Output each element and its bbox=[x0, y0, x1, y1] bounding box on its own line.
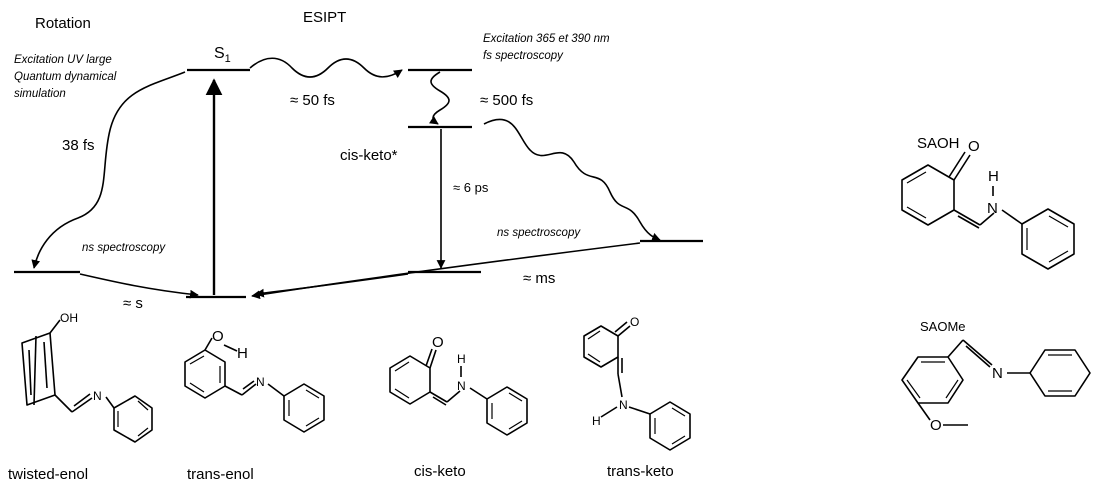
twisted-enol-ring bbox=[21, 332, 56, 406]
cis-keto-return-arrow bbox=[255, 273, 409, 298]
time-6ps-label: ≈ 6 ps bbox=[453, 180, 489, 195]
esipt-wavy-arrow bbox=[249, 57, 403, 78]
saome-title: SAOMe bbox=[920, 319, 966, 334]
time-s-label: ≈ s bbox=[123, 295, 143, 312]
s1-label: S1 bbox=[214, 45, 231, 65]
cis-trans-isomerization-curve bbox=[483, 118, 661, 242]
cis-keto-h-label: H bbox=[457, 352, 466, 366]
twisted-enol-caption: twisted-enol bbox=[8, 466, 88, 483]
s1-letter: S bbox=[214, 45, 225, 62]
saoh-structure: SAOH O H N bbox=[901, 135, 1075, 270]
cis-keto-n-label: N bbox=[457, 379, 466, 393]
cis-keto-star-label: cis-keto* bbox=[340, 147, 398, 164]
rotation-note-line1: Excitation UV large bbox=[14, 54, 112, 66]
esipt-note-line2: fs spectroscopy bbox=[483, 50, 564, 62]
esipt-note-line1: Excitation 365 et 390 nm bbox=[483, 33, 610, 45]
cis-keto-structure: O H N bbox=[389, 334, 528, 436]
saoh-o-label: O bbox=[968, 138, 980, 155]
trans-enol-caption: trans-enol bbox=[187, 466, 254, 483]
trans-enol-structure: O H N bbox=[184, 328, 325, 433]
trans-keto-o-label: O bbox=[630, 315, 639, 329]
ns-spectroscopy-left-label: ns spectroscopy bbox=[82, 242, 166, 254]
time-38fs-label: 38 fs bbox=[62, 137, 95, 154]
esipt-title: ESIPT bbox=[303, 9, 346, 26]
trans-keto-n-label: N bbox=[619, 398, 628, 412]
trans-enol-h-label: H bbox=[237, 345, 248, 362]
trans-keto-h-label: H bbox=[592, 414, 601, 428]
time-50fs-label: ≈ 50 fs bbox=[290, 92, 335, 109]
trans-keto-structure: O N H bbox=[583, 315, 691, 451]
saoh-n-label: N bbox=[987, 200, 998, 217]
rotation-note-line3: simulation bbox=[14, 88, 66, 100]
saome-n-label: N bbox=[992, 365, 1003, 382]
rotation-note-line2: Quantum dynamical bbox=[14, 71, 117, 83]
saoh-h-label: H bbox=[988, 168, 999, 185]
time-500fs-label: ≈ 500 fs bbox=[480, 92, 533, 109]
trans-keto-caption: trans-keto bbox=[607, 463, 674, 480]
keto-relaxation-wavy-arrow bbox=[428, 71, 450, 125]
cis-keto-o-label: O bbox=[432, 334, 444, 351]
time-ms-label: ≈ ms bbox=[523, 270, 555, 287]
twisted-enol-n-label: N bbox=[93, 389, 102, 403]
trans-enol-o-label: O bbox=[212, 328, 224, 345]
twisted-enol-return-arrow bbox=[79, 273, 199, 299]
trans-enol-n-label: N bbox=[256, 375, 265, 389]
rotation-title: Rotation bbox=[35, 15, 91, 32]
rotation-decay-curve bbox=[31, 71, 186, 269]
saoh-title: SAOH bbox=[917, 135, 960, 152]
ns-spectroscopy-right-label: ns spectroscopy bbox=[497, 227, 581, 239]
saome-o-label: O bbox=[930, 417, 942, 434]
twisted-enol-oh-label: OH bbox=[60, 311, 78, 325]
cis-keto-caption: cis-keto bbox=[414, 463, 466, 480]
saome-structure: SAOMe N O bbox=[901, 319, 1091, 434]
s1-subscript: 1 bbox=[225, 53, 231, 65]
twisted-enol-structure: OH N bbox=[21, 311, 153, 443]
